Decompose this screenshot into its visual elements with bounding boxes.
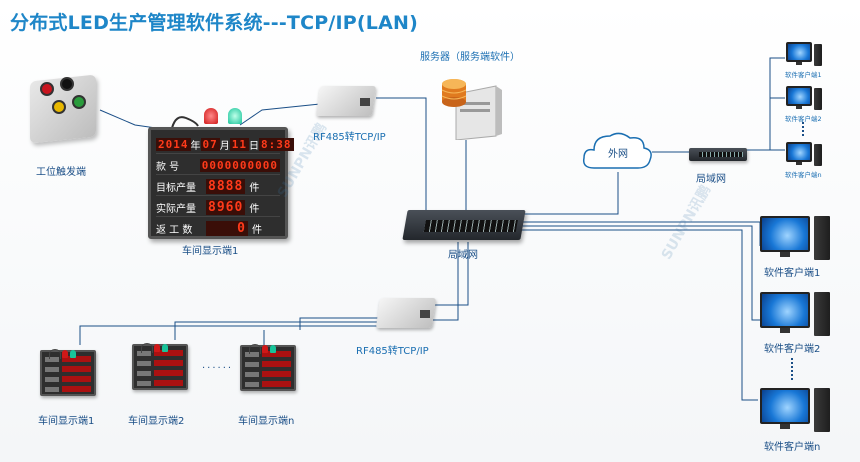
- trigger-label: 工位触发端: [36, 167, 86, 178]
- converter-top-label: RF485转TCP/IP: [313, 132, 386, 143]
- red-button-icon: [40, 82, 54, 96]
- vertical-dots-big: [791, 358, 793, 380]
- year-value: 2014: [156, 137, 191, 151]
- board-row-actual: 实际产量 8960 件: [156, 198, 280, 217]
- server-icon: [441, 79, 502, 140]
- lan-small-label: 局域网: [696, 174, 726, 185]
- yellow-button-icon: [52, 100, 66, 114]
- main-display-board: 2014 年 07 月 11 日 8:38 款 号 0000000000 目标产…: [148, 127, 294, 239]
- board-row-rework: 返 工 数 0 件: [156, 219, 280, 238]
- trigger-box: [30, 70, 100, 146]
- page-title: 分布式LED生产管理软件系统---TCP/IP(LAN): [10, 12, 418, 34]
- vertical-dots: [802, 122, 804, 136]
- server-label: 服务器（服务端软件）: [420, 52, 520, 63]
- board-row-target: 目标产量 8888 件: [156, 177, 280, 196]
- board-row-date: 2014 年 07 月 11 日 8:38: [156, 135, 294, 154]
- main-display-label: 车间显示端1: [182, 246, 239, 257]
- display-2-label: 车间显示端2: [128, 416, 185, 427]
- day-value: 11: [229, 137, 249, 151]
- cable-icon: [171, 116, 199, 129]
- style-value: 0000000000: [199, 158, 280, 172]
- actual-unit: 件: [249, 203, 260, 215]
- black-button-icon: [60, 77, 74, 91]
- board-row-style: 款 号 0000000000: [156, 156, 280, 175]
- main-switch: [402, 210, 526, 240]
- converter-bottom-label: RF485转TCP/IP: [356, 346, 429, 357]
- rework-value: 0: [206, 221, 248, 236]
- client-n-label: 软件客户端n: [764, 442, 821, 453]
- actual-value: 8960: [206, 199, 246, 215]
- display-board-2: [132, 343, 188, 390]
- target-label: 目标产量: [156, 182, 196, 194]
- client-2-label: 软件客户端2: [764, 344, 821, 355]
- display-board-n: [240, 344, 296, 391]
- green-button-icon: [72, 95, 86, 109]
- display-board-1: [40, 349, 96, 396]
- lan-switch-small: [689, 148, 747, 161]
- display-n-label: 车间显示端n: [238, 416, 295, 427]
- actual-label: 实际产量: [156, 203, 196, 215]
- lan-main-label: 局域网: [448, 250, 478, 261]
- green-lamp-icon: [228, 108, 242, 124]
- client-small-n-label: 软件客户端n: [785, 171, 822, 179]
- month-unit: 月: [219, 140, 230, 152]
- year-unit: 年: [190, 140, 201, 152]
- rework-label: 返 工 数: [156, 225, 193, 236]
- rs485-converter-bottom: [375, 292, 437, 332]
- horizontal-dots: ......: [202, 360, 234, 371]
- red-lamp-icon: [204, 108, 218, 124]
- target-value: 8888: [206, 178, 246, 194]
- rework-unit: 件: [252, 225, 262, 236]
- client-small-1-label: 软件客户端1: [785, 71, 822, 79]
- cloud-label: 外网: [608, 149, 628, 160]
- target-unit: 件: [249, 182, 260, 194]
- display-1-label: 车间显示端1: [38, 416, 95, 427]
- month-value: 07: [200, 137, 220, 151]
- client-small-2-label: 软件客户端2: [785, 115, 822, 123]
- day-unit: 日: [249, 140, 259, 152]
- client-1-label: 软件客户端1: [764, 268, 821, 279]
- rs485-converter-top: [315, 80, 377, 120]
- time-value: 8:38: [259, 137, 294, 151]
- cloud-icon: [582, 132, 652, 169]
- style-label: 款 号: [156, 161, 180, 173]
